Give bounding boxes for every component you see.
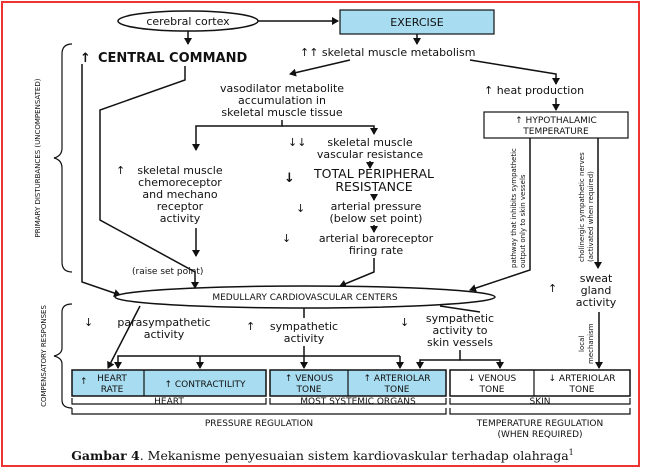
caption-text: . Mekanisme penyesuaian sistem kardiovas… bbox=[139, 448, 569, 464]
heart-group-label: HEART bbox=[154, 397, 184, 407]
vasodilator-line-1: vasodilator metabolite bbox=[220, 82, 344, 95]
heart-rate-arrow: ↑ bbox=[80, 377, 88, 387]
symskin-arrow: ↓ bbox=[400, 316, 409, 329]
baro-line-2: firing rate bbox=[349, 244, 404, 257]
symskin-line-3: skin vessels bbox=[427, 336, 493, 349]
skin-group-label: SKIN bbox=[529, 397, 550, 407]
sweat-arrow: ↑ bbox=[548, 282, 557, 295]
sweat-line-3: activity bbox=[576, 296, 617, 309]
chemo-line-2: chemoreceptor bbox=[138, 176, 222, 189]
ap-line-1: arterial pressure bbox=[331, 200, 422, 213]
vasodilator-line-2: accumulation in bbox=[238, 94, 326, 107]
systemic-group-box bbox=[269, 369, 447, 397]
parasym-arrow: ↓ bbox=[84, 316, 93, 329]
heart-rate-line-2: RATE bbox=[101, 385, 124, 395]
temperature-regulation-line-2: (WHEN REQUIRED) bbox=[497, 430, 582, 440]
medullary-label: MEDULLARY CARDIOVASCULAR CENTERS bbox=[212, 293, 398, 303]
sym-line-2: activity bbox=[284, 332, 325, 345]
contractility-label: ↑ CONTRACTILITY bbox=[165, 380, 246, 390]
figure-caption: Gambar 4. Mekanisme penyesuaian sistem k… bbox=[0, 448, 645, 463]
sweat-line-2: gland bbox=[581, 284, 612, 297]
compensatory-label: COMPENSATORY RESPONSES bbox=[40, 305, 48, 407]
heart-group-box bbox=[71, 369, 267, 397]
ap-arrow: ↓ bbox=[296, 202, 305, 215]
tpr-arrow: ↓ bbox=[284, 171, 295, 186]
chemo-line-1: skeletal muscle bbox=[137, 164, 222, 177]
skin-group-box bbox=[449, 369, 631, 397]
systemic-group-label: MOST SYSTEMIC ORGANS bbox=[300, 397, 416, 407]
parasym-line-2: activity bbox=[144, 328, 185, 341]
exercise-label: EXERCISE bbox=[390, 16, 443, 29]
exercise-box bbox=[339, 9, 495, 35]
primary-disturbances-label: PRIMARY DISTURBANCES (UNCOMPENSATED) bbox=[34, 78, 42, 237]
chemo-line-3: and mechano bbox=[142, 188, 217, 201]
local-line-2: mechanism bbox=[587, 323, 595, 364]
skin-arteriolar-line-2: TONE bbox=[568, 385, 594, 395]
ap-line-2: (below set point) bbox=[330, 212, 423, 225]
arteriolar-tone-line-2: TONE bbox=[383, 385, 409, 395]
symskin-line-1: sympathetic bbox=[426, 312, 494, 325]
chemo-arrow: ↑ bbox=[116, 164, 125, 177]
skeletal-metabolism-label: ↑↑ skeletal muscle metabolism bbox=[300, 46, 475, 59]
raise-set-point-label: (raise set point) bbox=[132, 267, 203, 277]
tpr-line-1: TOTAL PERIPHERAL bbox=[313, 166, 434, 181]
chemo-line-5: activity bbox=[160, 212, 201, 225]
temperature-regulation-line-1: TEMPERATURE REGULATION bbox=[476, 419, 603, 429]
cholinergic-line-1: cholinergic sympathetic nerves bbox=[578, 152, 586, 262]
svr-line-2: vascular resistance bbox=[317, 148, 423, 161]
skin-venous-line-1: ↓ VENOUS bbox=[468, 374, 517, 384]
baro-arrow: ↓ bbox=[282, 232, 291, 245]
skin-arteriolar-line-1: ↓ ARTERIOLAR bbox=[549, 374, 616, 384]
venous-tone-line-2: TONE bbox=[295, 385, 321, 395]
venous-tone-line-1: ↑ VENOUS bbox=[285, 374, 334, 384]
medullary-centers-node bbox=[114, 285, 496, 309]
central-command-label: CENTRAL COMMAND bbox=[98, 51, 247, 66]
central-command-arrow: ↑ bbox=[80, 51, 91, 66]
vasodilator-line-3: skeletal muscle tissue bbox=[221, 106, 342, 119]
sweat-line-1: sweat bbox=[580, 272, 613, 285]
cholinergic-line-2: (activated when required) bbox=[587, 171, 595, 262]
caption-label: Gambar 4 bbox=[71, 448, 140, 464]
hypothalamic-line-1: ↑ HYPOTHALAMIC bbox=[515, 116, 597, 126]
heart-rate-line-1: HEART bbox=[97, 374, 127, 384]
hypothalamic-box bbox=[483, 111, 629, 139]
baro-line-1: arterial baroreceptor bbox=[319, 232, 434, 245]
svr-line-1: skeletal muscle bbox=[327, 136, 412, 149]
sympath-inhibit-line-2: output only to skin vessels bbox=[519, 174, 527, 268]
chemo-line-4: receptor bbox=[157, 200, 204, 213]
caption-ref: 1 bbox=[568, 448, 574, 457]
heat-production-label: ↑ heat production bbox=[484, 84, 584, 97]
sympath-inhibit-line-1: pathway that inhibits sympathetic bbox=[510, 148, 518, 268]
tpr-line-2: RESISTANCE bbox=[335, 179, 412, 194]
cerebral-cortex-label: cerebral cortex bbox=[146, 15, 230, 28]
svr-arrow: ↓↓ bbox=[288, 136, 306, 149]
symskin-line-2: activity to bbox=[432, 324, 487, 337]
pressure-regulation-label: PRESSURE REGULATION bbox=[205, 419, 313, 429]
hypothalamic-line-2: TEMPERATURE bbox=[522, 127, 589, 137]
skin-venous-line-2: TONE bbox=[478, 385, 504, 395]
sym-arrow: ↑ bbox=[246, 320, 255, 333]
local-line-1: local bbox=[578, 336, 586, 352]
sym-line-1: sympathetic bbox=[270, 320, 338, 333]
arteriolar-tone-line-1: ↑ ARTERIOLAR bbox=[364, 374, 431, 384]
parasym-line-1: parasympathetic bbox=[117, 316, 210, 329]
